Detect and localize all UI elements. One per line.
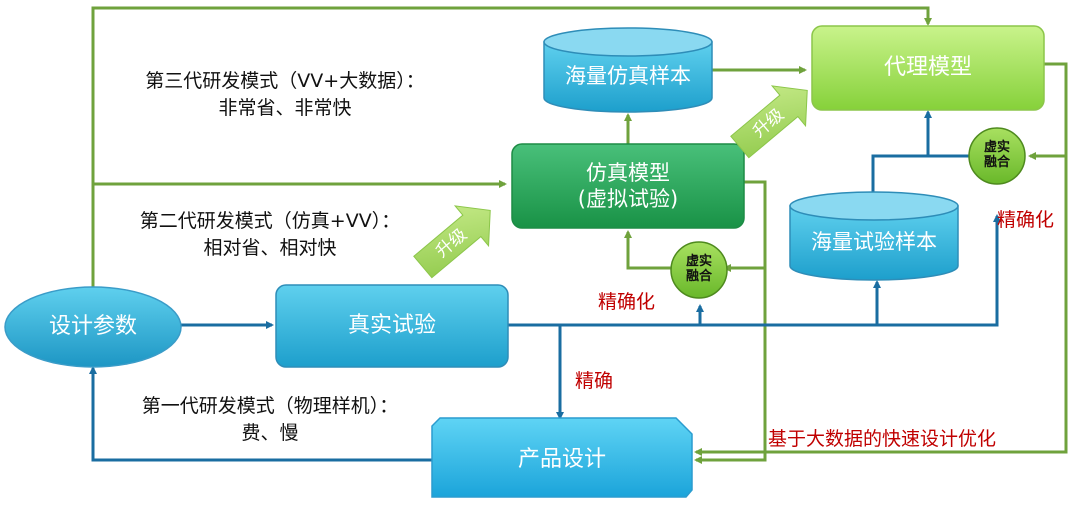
connector-surrogate-to-product: [694, 62, 1068, 456]
label-design-params: 设计参数: [48, 314, 137, 340]
node-fusion-2: [968, 127, 1026, 185]
label-surrogate-model: 代理模型: [883, 55, 972, 81]
label-real-test: 真实试验: [347, 313, 436, 339]
gen3-line1: 第三代研发模式（VV+大数据）：: [145, 70, 425, 92]
sim-model-line1: 仿真模型: [586, 160, 670, 185]
label-massive-test-samples: 海量试验样本: [811, 229, 937, 254]
node-surrogate-model: [811, 25, 1045, 111]
connector-product-to-params: [89, 366, 432, 462]
node-real-test: [275, 284, 509, 368]
label-fusion-1: 虚实 融合: [685, 254, 712, 284]
connector-params-to-surrogate: [91, 6, 932, 300]
gen1-line2: 费、慢: [241, 421, 299, 444]
connector-sim-to-product: [694, 180, 767, 464]
upgrade-arrow-1: [413, 205, 491, 279]
upgrade-arrow-2: [730, 85, 808, 159]
node-massive-sim-samples: [543, 27, 713, 113]
label-product-design: 产品设计: [517, 447, 606, 473]
annotation-bigdata-opt: 基于大数据的快速设计优化: [768, 428, 997, 450]
label-sim-model: 仿真模型 (虚拟试验): [512, 150, 744, 222]
connector-fusion1-to-sim: [624, 230, 672, 270]
node-massive-test-samples: [789, 191, 959, 281]
gen3-text: 第三代研发模式（VV+大数据）： 非常省、非常快: [110, 68, 460, 121]
node-design-params: [4, 286, 182, 368]
node-sim-model: [511, 143, 745, 229]
gen2-line1: 第二代研发模式（仿真+VV）：: [139, 210, 401, 232]
node-fusion-1: [670, 241, 728, 299]
annotation-refine-1: 精确化: [598, 291, 656, 313]
node-product-design: [431, 417, 693, 498]
gen1-line1: 第一代研发模式（物理样机）：: [141, 395, 399, 417]
annotation-refine-2: 精确化: [997, 209, 1055, 231]
connector-real-test-right: [508, 214, 1001, 327]
gen3-line2: 非常省、非常快: [218, 96, 352, 119]
connector-test-samples-to-surrogate: [871, 110, 932, 192]
annotation-precise: 精确: [575, 370, 614, 392]
gen1-text: 第一代研发模式（物理样机）： 费、慢: [100, 393, 440, 446]
label-fusion-2: 虚实 融合: [983, 140, 1010, 170]
label-massive-sim-samples: 海量仿真样本: [565, 63, 691, 88]
gen2-text: 第二代研发模式（仿真+VV）： 相对省、相对快: [100, 208, 440, 261]
sim-model-line2: (虚拟试验): [577, 187, 679, 211]
gen2-line2: 相对省、相对快: [203, 236, 337, 259]
